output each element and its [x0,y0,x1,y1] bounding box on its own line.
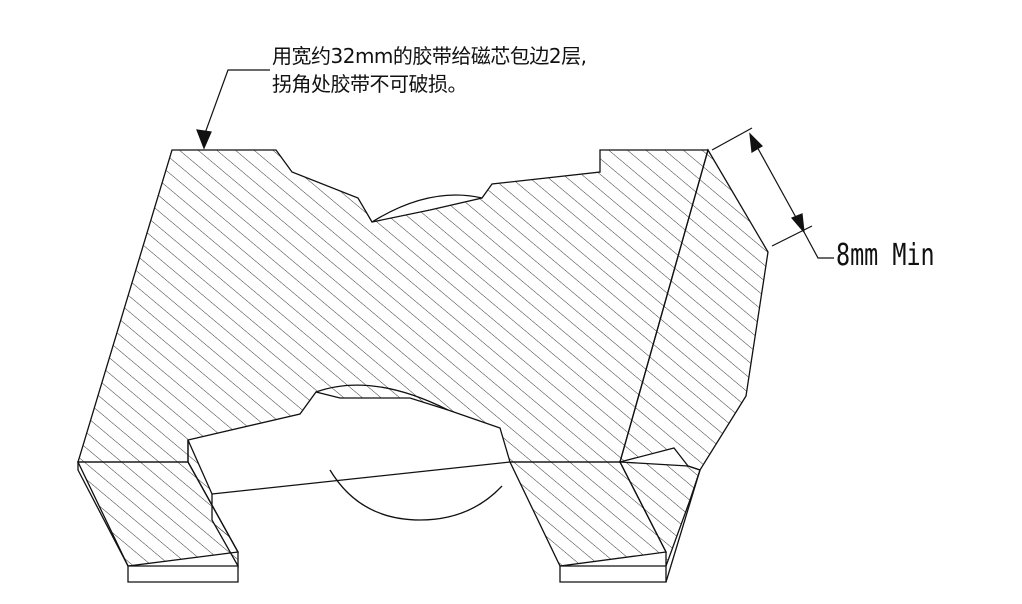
right-foot [559,565,667,583]
left-leg-edge [77,462,129,567]
note-line-1: 用宽约32mm的胶带给磁芯包边2层, [272,44,587,68]
core-front-face [77,149,709,463]
annotation-arrowhead [196,129,212,150]
note-line-2: 拐角处胶带不可破损。 [272,72,467,96]
annotation-leader [203,69,270,137]
wrapping-instruction-note: 用宽约32mm的胶带给磁芯包边2层, 拐角处胶带不可破损。 [272,42,587,98]
window-bottom-edge [211,461,511,495]
dimension-extension-bottom [771,225,813,247]
right-side-edge [665,469,701,583]
dimension-line [749,133,805,233]
dimension-arrow-top [749,132,763,153]
left-foot [127,565,239,583]
center-bottom-arc [315,384,449,411]
dimension-extension-top [711,127,753,151]
core-right-leg-side [618,461,701,567]
dimension-leader [803,231,834,259]
center-top-arc [371,194,483,223]
dimension-label: 8mm Min [836,238,935,273]
center-lower-curve [329,469,503,521]
dimension-arrow-bottom [790,213,805,234]
